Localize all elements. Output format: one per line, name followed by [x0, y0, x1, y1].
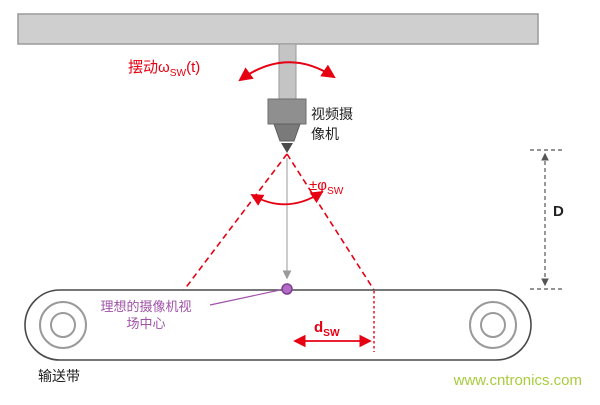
oscillation-arrow — [238, 61, 336, 82]
belt-label: 输送带 — [38, 368, 80, 384]
fov-left-edge — [183, 153, 288, 291]
ideal-center-pointer-line — [209, 289, 281, 306]
camera-mount-shaft — [278, 43, 297, 101]
fov-angle-arrow — [250, 190, 324, 206]
camera-body — [267, 98, 307, 125]
fov-angle-label-sub: SW — [326, 186, 344, 197]
swing-label-suffix: (t) — [186, 59, 201, 76]
camera-label: 视频摄像机 — [311, 106, 353, 142]
dsw-label: dSW — [314, 319, 340, 339]
swing-label-sub: SW — [169, 68, 187, 79]
ideal-center-dot — [281, 283, 293, 295]
watermark-text: www.cntronics.com — [453, 372, 582, 389]
camera-lens-tip — [281, 143, 293, 153]
right-roller-inner — [480, 312, 506, 338]
fov-angle-label-prefix: ±φ — [309, 177, 327, 194]
fov-angle-label: ±φSW — [309, 177, 343, 197]
swing-label: 摆动ωSW(t) — [128, 56, 200, 79]
ceiling-mount-bar — [17, 13, 539, 45]
dsw-label-sub: SW — [323, 328, 340, 339]
swing-label-prefix: 摆动ω — [128, 59, 170, 76]
left-roller-inner — [50, 312, 76, 338]
ideal-center-label: 理想的摄像机视场中心 — [100, 299, 192, 331]
fov-right-edge — [286, 153, 375, 291]
dsw-label-prefix: d — [314, 319, 324, 336]
camera-lens — [273, 123, 301, 142]
distance-label: D — [553, 203, 564, 220]
